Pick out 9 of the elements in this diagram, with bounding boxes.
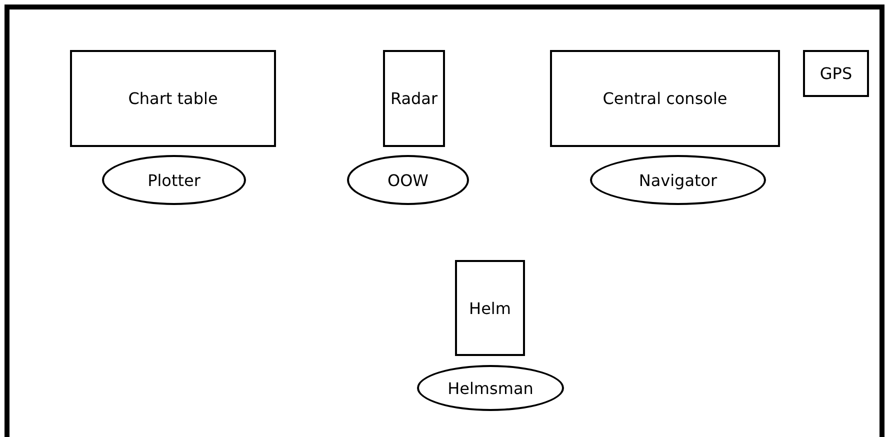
radar-unit: Radar xyxy=(383,50,445,147)
helmsman-station: Helmsman xyxy=(417,365,564,411)
gps-unit: GPS xyxy=(803,50,869,97)
officer-station: OOW xyxy=(347,155,469,205)
navigator-station: Navigator xyxy=(590,155,766,205)
central-console: Central console xyxy=(550,50,780,147)
plotter-station: Plotter xyxy=(102,155,246,205)
helm-console: Helm xyxy=(455,260,525,356)
chart-table: Chart table xyxy=(70,50,276,147)
